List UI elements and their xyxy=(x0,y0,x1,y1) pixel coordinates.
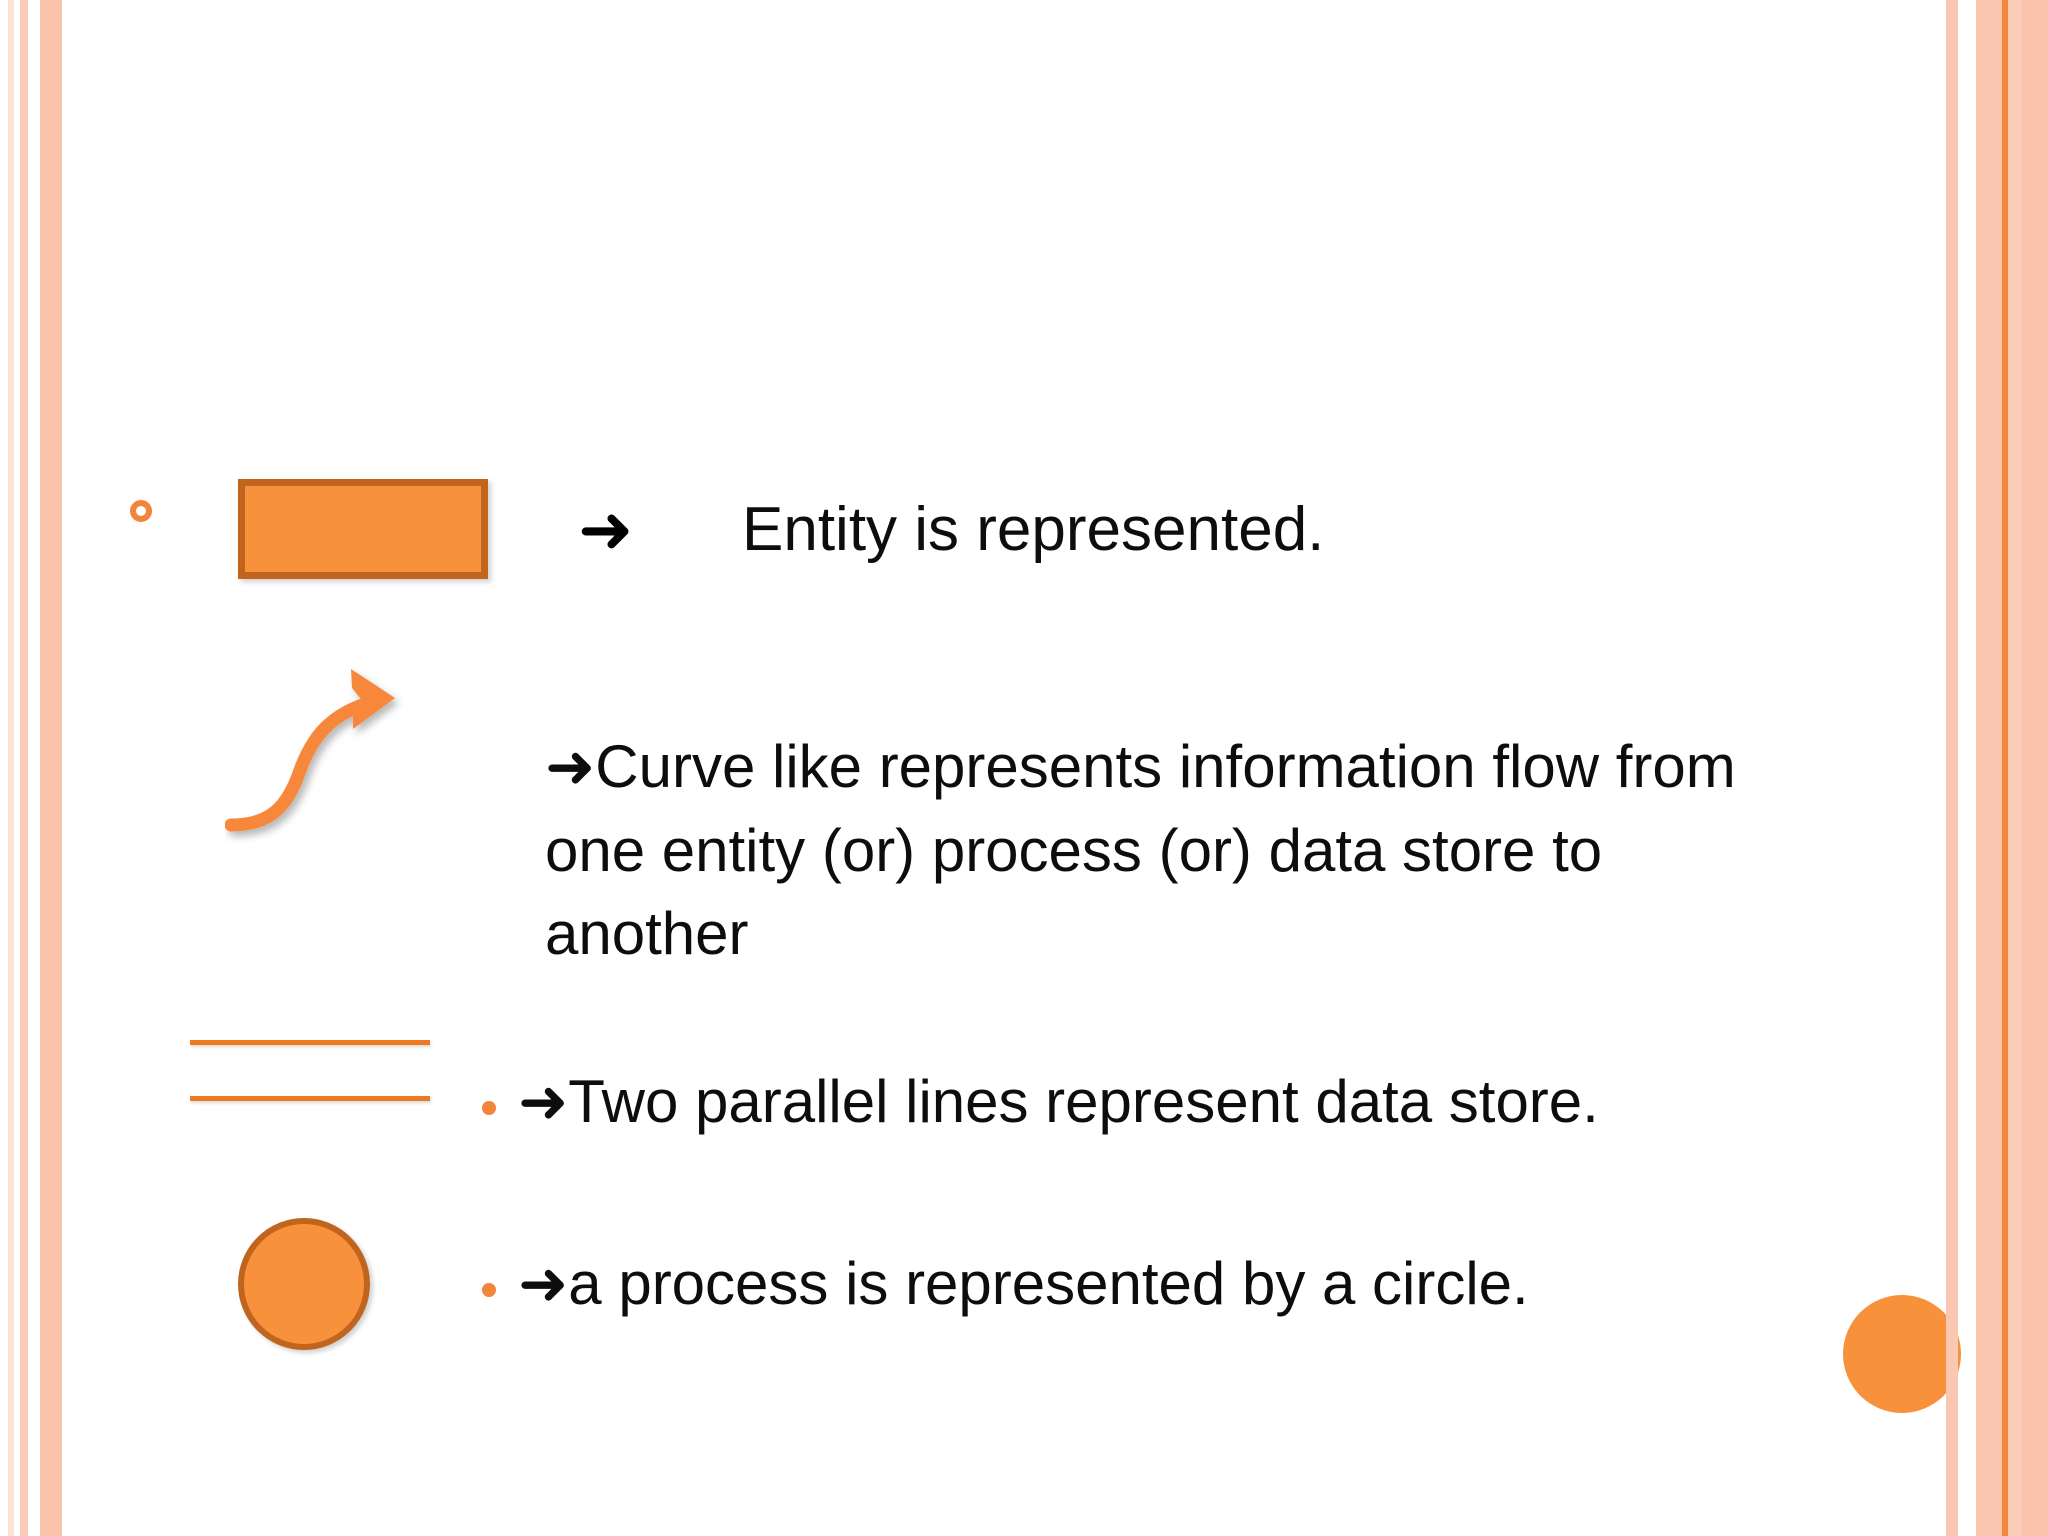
data-store-description-text: ➜Two parallel lines represent data store… xyxy=(518,1060,1698,1144)
right-stripe-1 xyxy=(1946,0,1958,1536)
entity-description-text: Entity is represented. xyxy=(742,495,1325,564)
decorative-corner-dot xyxy=(1843,1295,1961,1413)
curved-arrow-shape xyxy=(225,665,465,860)
data-flow-description-text: ➜Curve like represents information flow … xyxy=(545,725,1795,975)
data-store-text-body: Two parallel lines represent data store. xyxy=(568,1068,1599,1135)
dot-bullet-icon xyxy=(482,1101,496,1115)
right-stripe-2 xyxy=(1976,0,2002,1536)
hollow-circle-bullet-icon xyxy=(130,500,152,522)
right-stripe-4 xyxy=(2008,0,2022,1536)
right-stripe-5 xyxy=(2022,0,2048,1536)
left-stripe-1 xyxy=(8,0,14,1536)
data-flow-text-body: Curve like represents information flow f… xyxy=(545,733,1736,967)
left-stripe-3 xyxy=(40,0,62,1536)
parallel-lines-shape xyxy=(190,1040,430,1104)
process-text-body: a process is represented by a circle. xyxy=(568,1250,1529,1317)
process-description-text: ➜a process is represented by a circle. xyxy=(518,1242,1768,1326)
arrow-right-icon: ➜ xyxy=(518,1249,569,1319)
right-stripe-3 xyxy=(2002,0,2008,1536)
process-circle-shape xyxy=(238,1218,370,1350)
right-stripe-band xyxy=(1930,0,2048,1536)
parallel-line-bottom xyxy=(190,1096,430,1101)
arrow-right-icon: ➜ xyxy=(545,732,596,802)
parallel-line-top xyxy=(190,1040,430,1045)
dot-bullet-icon xyxy=(482,1283,496,1297)
left-stripe-band xyxy=(0,0,64,1536)
entity-rectangle-shape xyxy=(238,479,488,579)
arrow-right-icon: ➜ xyxy=(578,491,634,568)
left-stripe-2 xyxy=(20,0,28,1536)
arrow-right-icon: ➜ xyxy=(518,1067,569,1137)
